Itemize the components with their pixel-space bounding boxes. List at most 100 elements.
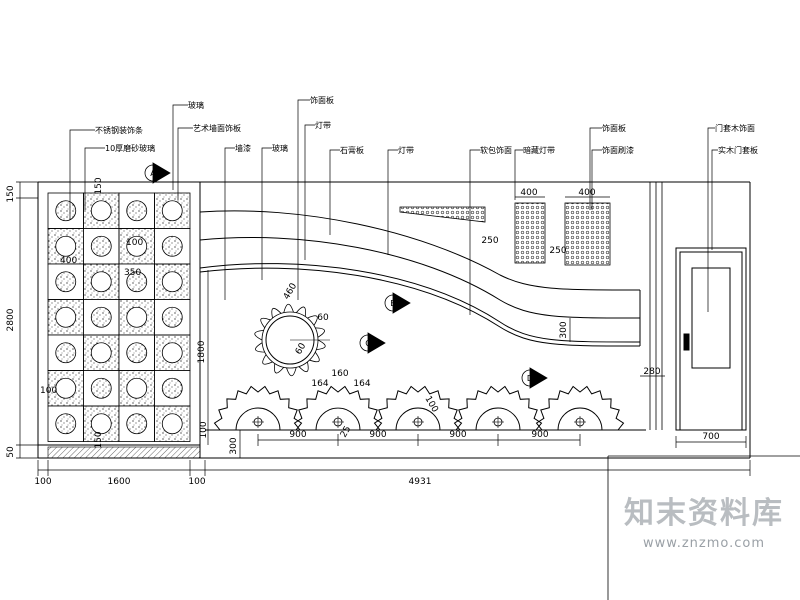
sun-ray <box>271 307 282 319</box>
dim-400-panel: 400 <box>60 256 77 266</box>
sun-ray <box>262 354 273 365</box>
skylight-wedge <box>399 206 486 223</box>
dim-900-3: 900 <box>449 430 466 440</box>
callout-markers <box>144 162 548 389</box>
checker-circle <box>126 413 148 435</box>
checker-circle <box>161 306 183 328</box>
sun-ray <box>295 306 306 317</box>
dim-164-a: 164 <box>311 379 328 389</box>
gear-inner-arc <box>395 407 441 431</box>
checker-circle <box>55 271 77 293</box>
sun-ray <box>254 330 264 341</box>
dim-164-b: 164 <box>353 379 370 389</box>
dim-900-1: 900 <box>289 430 306 440</box>
dim-250-2: 250 <box>549 246 566 256</box>
dimension-texts: 150 2800 50 100 1600 100 4931 300 100 18… <box>6 177 720 487</box>
dim-400-1: 400 <box>520 188 537 198</box>
label-8: 灯带 <box>315 120 331 130</box>
label-3: 玻璃 <box>188 100 204 110</box>
checker-circle <box>161 377 183 399</box>
dim-1600: 1600 <box>108 477 131 487</box>
gear-inner-arc <box>235 407 281 431</box>
sun-ray <box>315 327 325 338</box>
dim-2800: 2800 <box>6 308 16 331</box>
sun-ray <box>286 367 297 377</box>
checker-circle <box>90 306 112 328</box>
gear-outline <box>293 385 383 431</box>
door <box>675 247 747 431</box>
dim-250-1: 250 <box>481 236 498 246</box>
sun-ray <box>307 315 318 326</box>
gear-outline <box>213 385 303 431</box>
dim-280: 280 <box>643 367 660 377</box>
gear-inner-arc <box>315 407 361 431</box>
marker-d: D <box>527 374 533 383</box>
checker-circle <box>90 235 112 257</box>
checker-circle <box>90 377 112 399</box>
dimension-lines <box>16 181 751 476</box>
dim-100-a: 100 <box>34 477 51 487</box>
sun-ray <box>283 303 294 313</box>
checker-circle <box>55 377 77 399</box>
dim-150-a: 150 <box>94 177 104 194</box>
label-1: 不锈钢装饰条 <box>95 125 143 135</box>
checker-circle <box>161 271 183 293</box>
label-4: 艺术墙面饰板 <box>193 123 241 133</box>
sun-ray <box>255 342 265 353</box>
checker-circle <box>55 413 77 435</box>
marker-c: C <box>365 339 371 348</box>
gear-outline <box>373 385 463 431</box>
checker-circle <box>126 306 148 328</box>
gear-inner-arc <box>475 407 521 431</box>
dim-350: 350 <box>124 268 141 278</box>
dim-100-panel: 100 <box>126 238 143 248</box>
checker-circle <box>126 235 148 257</box>
watermark-logo-text: 知末资料库 <box>624 496 784 531</box>
leader-lines <box>69 99 718 315</box>
checker-circle <box>90 271 112 293</box>
gear-ornaments <box>205 385 646 431</box>
checker-circle <box>55 306 77 328</box>
checker-circle <box>126 271 148 293</box>
label-2: 10厚磨砂玻璃 <box>105 143 155 153</box>
pilaster-lines <box>649 182 663 430</box>
label-16: 实木门套板 <box>718 145 758 155</box>
perforated-panel-2 <box>564 202 611 266</box>
perforated-panel-1 <box>514 202 546 264</box>
dim-100-c: 100 <box>40 386 57 396</box>
dim-150-b: 150 <box>94 431 104 448</box>
watermark-url: www.znzmo.com <box>642 536 765 551</box>
sun-ray <box>260 317 271 329</box>
dim-60: 60 <box>317 313 329 323</box>
checker-circle <box>161 235 183 257</box>
dim-100-b: 100 <box>188 477 205 487</box>
dim-4931: 4931 <box>409 477 432 487</box>
dim-50-bottom: 50 <box>6 446 16 458</box>
watermark: 知末资料库 www.znzmo.com <box>608 488 800 551</box>
label-15: 门套木饰面 <box>715 123 755 133</box>
dim-100-small: 100 <box>199 421 209 438</box>
sun-ray <box>274 363 285 374</box>
dim-460: 460 <box>282 281 299 301</box>
sun-ray <box>309 351 320 363</box>
label-7: 饰面板 <box>310 95 334 105</box>
label-6: 玻璃 <box>272 143 288 153</box>
sun-ornament <box>254 303 330 377</box>
checker-circle <box>161 342 183 364</box>
dim-400-2: 400 <box>578 188 595 198</box>
checker-circle <box>55 342 77 364</box>
checker-circle <box>161 200 183 222</box>
label-13: 饰面板 <box>602 123 626 133</box>
label-11: 软包饰面 <box>480 145 512 155</box>
dim-900-4: 900 <box>531 430 548 440</box>
gear-inner-arc <box>557 407 603 431</box>
sun-ray <box>298 361 309 373</box>
frame-lines <box>607 455 800 600</box>
checker-glass-panel <box>47 192 191 442</box>
gear-outline <box>453 385 543 431</box>
dim-25: 25 <box>339 425 353 440</box>
dim-700: 700 <box>702 432 719 442</box>
checker-circle <box>126 342 148 364</box>
checker-circle <box>90 342 112 364</box>
